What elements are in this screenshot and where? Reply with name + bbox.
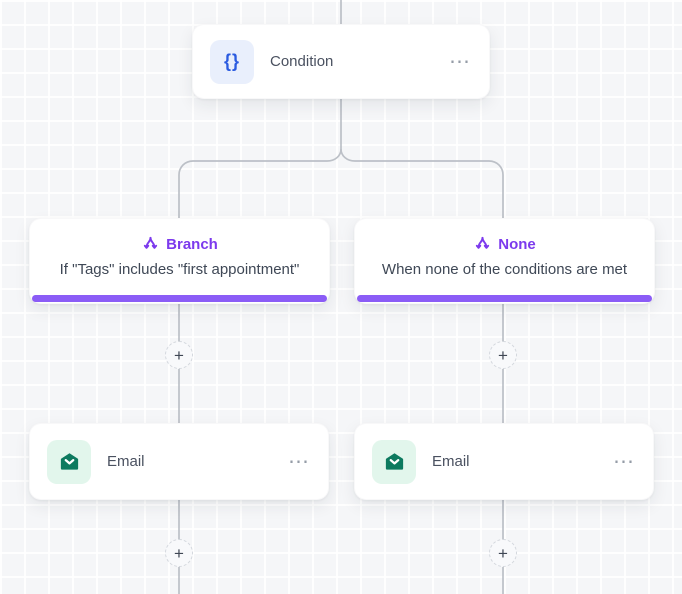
open-envelope-icon <box>47 439 91 484</box>
connector-split-left <box>178 148 342 218</box>
none-accent-bar <box>357 295 652 302</box>
email-label: Email <box>432 453 470 470</box>
none-condition-text: When none of the conditions are met <box>381 260 628 278</box>
fork-split-icon <box>473 235 492 254</box>
add-step-button-bottom-right[interactable]: + <box>489 539 517 567</box>
add-step-button-bottom-left[interactable]: + <box>165 539 193 567</box>
none-branch-node[interactable]: None When none of the conditions are met <box>354 218 655 304</box>
branch-condition-text: If "Tags" includes "first appointment" <box>59 260 300 278</box>
branch-title: Branch <box>166 235 218 253</box>
connector-split-right <box>340 148 504 218</box>
more-menu-icon[interactable]: ⋯ <box>613 450 636 473</box>
email-node-left[interactable]: Email ⋯ <box>29 423 329 500</box>
email-node-right[interactable]: Email ⋯ <box>354 423 654 500</box>
add-step-button-branch-left[interactable]: + <box>165 341 193 369</box>
email-label: Email <box>107 453 145 470</box>
condition-label: Condition <box>270 53 334 70</box>
add-step-button-branch-right[interactable]: + <box>489 341 517 369</box>
condition-node[interactable]: {} Condition ⋯ <box>192 24 490 99</box>
branch-accent-bar <box>32 295 327 302</box>
braces-icon: {} <box>210 39 254 84</box>
none-title: None <box>498 235 536 253</box>
fork-split-icon <box>141 235 160 254</box>
more-menu-icon[interactable]: ⋯ <box>288 450 311 473</box>
open-envelope-icon <box>372 439 416 484</box>
branch-node[interactable]: Branch If "Tags" includes "first appoint… <box>29 218 330 304</box>
more-menu-icon[interactable]: ⋯ <box>449 50 472 73</box>
